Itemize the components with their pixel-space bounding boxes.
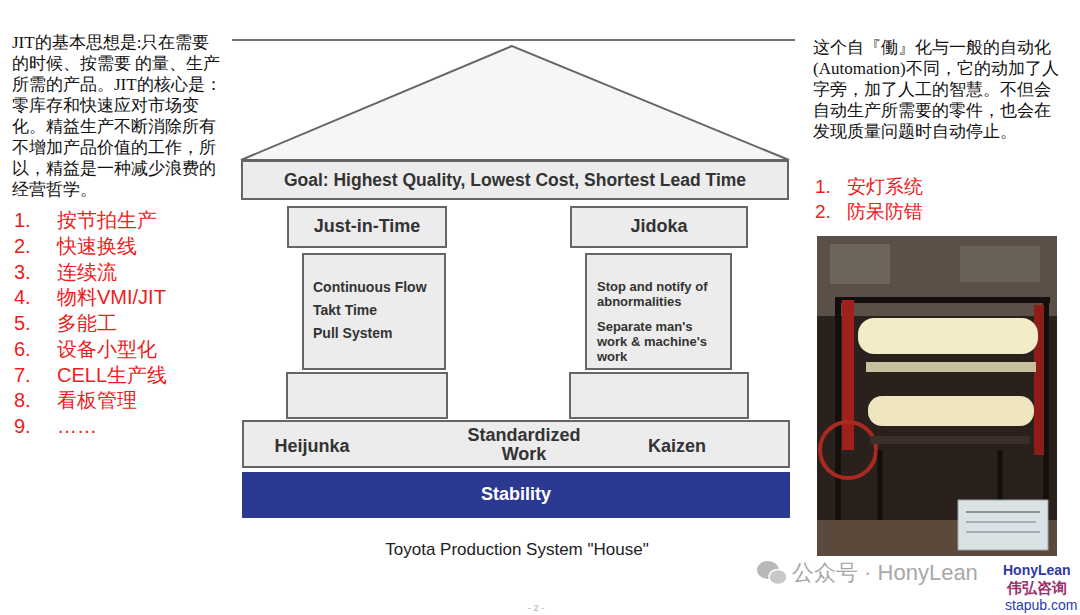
watermark: 公众号 · HonyLean [792, 560, 978, 586]
list-number: 8. [14, 388, 31, 412]
list-number: 2. [14, 234, 31, 258]
house-roof [241, 46, 789, 160]
loom-part [842, 300, 854, 450]
list-item: …… [57, 414, 97, 438]
pillar-header: Jidoka [570, 206, 748, 248]
node-text: Stability [481, 484, 551, 506]
node-text: Just-in-Time [314, 216, 421, 238]
foundation-bar: Heijunka Standardized Work Kaizen [242, 420, 790, 468]
logo-text: 伟弘咨询 [1007, 579, 1067, 596]
list-number: 2. [815, 200, 831, 223]
node-text: Pull System [313, 323, 392, 343]
pillar-base [570, 373, 748, 418]
placard-line [966, 521, 1036, 523]
goal-bar: Goal: Highest Quality, Lowest Cost, Shor… [241, 160, 789, 200]
top-rule [232, 39, 795, 41]
list-item: 防呆防错 [847, 200, 923, 223]
placard-line [966, 511, 1040, 513]
stability-bar: Stability [242, 472, 790, 518]
list-item: 按节拍生产 [57, 208, 157, 232]
loom-roll [858, 318, 1038, 354]
list-item: CELL生产线 [57, 363, 167, 387]
node-text: Stop and notify of abnormalities [597, 279, 722, 309]
source-url: stapub.com [1005, 597, 1077, 613]
list-number: 1. [14, 208, 31, 232]
loom-wheel [820, 422, 876, 478]
node-text: Kaizen [622, 437, 732, 456]
list-number: 1. [815, 175, 831, 198]
list-item: 快速换线 [57, 234, 137, 258]
loom-leg [878, 450, 883, 520]
pillar-base [287, 373, 447, 418]
pillar-body: Stop and notify of abnormalitiesSeparate… [585, 253, 732, 370]
intro-paragraph: JIT的基本思想是:只在需要的时候、按需要 的量、生产所需的产品。JIT的核心是… [12, 32, 226, 200]
list-item: 安灯系统 [847, 175, 923, 198]
list-item: 设备小型化 [57, 337, 157, 361]
logo-text: HonyLean [1003, 562, 1071, 578]
wechat-icon [769, 570, 787, 585]
photo-window [830, 244, 890, 284]
photo-placard [958, 500, 1048, 550]
figure-caption: Toyota Production System "House" [300, 540, 734, 560]
list-item: 物料VMI/JIT [57, 285, 166, 309]
photo-window [960, 246, 1040, 282]
node-text: Jidoka [630, 216, 687, 238]
list-number: 4. [14, 285, 31, 309]
loom-beam [870, 436, 1030, 444]
list-number: 9. [14, 414, 31, 438]
node-text: Takt Time [313, 300, 377, 320]
list-number: 3. [14, 260, 31, 284]
jidoka-paragraph: 这个自『働』化与一般的自动化(Automation)不同，它的动加了人字旁，加了… [813, 37, 1065, 142]
pillar-header: Just-in-Time [287, 206, 447, 248]
node-text: Heijunka [257, 437, 367, 456]
list-item: 连续流 [57, 260, 117, 284]
loom-frame [835, 300, 841, 520]
list-item: 看板管理 [57, 388, 137, 412]
list-number: 5. [14, 311, 31, 335]
list-item: 多能工 [57, 311, 117, 335]
loom-roll [868, 396, 1034, 426]
node-text: Standardized Work [454, 426, 594, 464]
loom-cloth [866, 362, 1036, 372]
loom-frame [835, 297, 1050, 303]
list-number: 7. [14, 363, 31, 387]
node-text: Continuous Flow [313, 277, 427, 297]
pillar-body: Continuous FlowTakt TimePull System [302, 253, 446, 370]
node-text: Separate man's work & machine's work [597, 319, 722, 364]
page-number: - 2 - [528, 603, 544, 614]
list-number: 6. [14, 337, 31, 361]
placard-line [966, 531, 1040, 533]
node-text: Goal: Highest Quality, Lowest Cost, Shor… [284, 170, 746, 191]
photo-ground [817, 236, 1057, 556]
